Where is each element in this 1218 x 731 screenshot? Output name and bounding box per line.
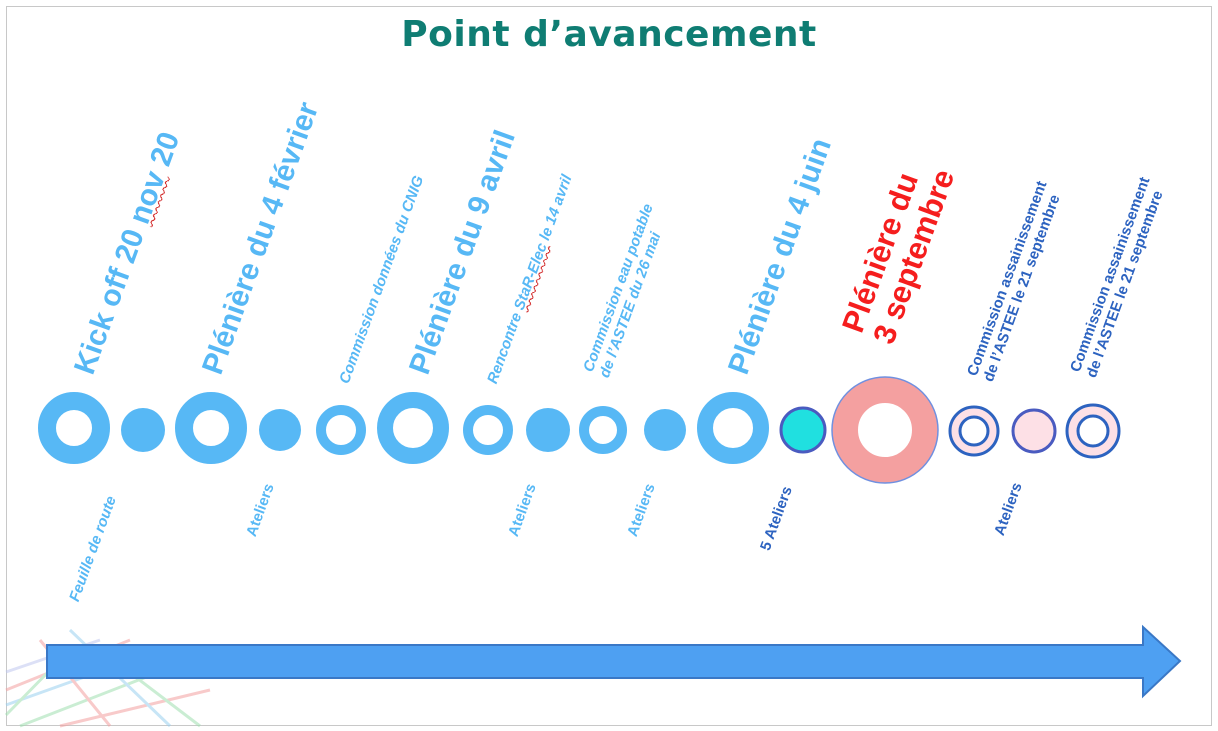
timeline-arrow — [46, 624, 1182, 699]
milestone-ring-juin — [697, 392, 769, 464]
timeline-markers — [38, 376, 1121, 484]
commission-inner-1 — [958, 415, 990, 447]
milestone-ring-septembre — [832, 377, 938, 483]
milestone-ring-avril — [377, 392, 449, 464]
workshop-dot-1 — [121, 408, 165, 452]
rencontre-ring-starelec — [463, 405, 513, 455]
slide-frame — [6, 6, 1212, 726]
slide-title: Point d’avancement — [401, 14, 817, 55]
milestone-ring-kickoff — [38, 392, 110, 464]
commission-inner-2 — [1076, 414, 1110, 448]
workshop-dot-4 — [644, 409, 686, 451]
outline-circle-septembre — [831, 376, 939, 484]
workshop-dot-2 — [259, 409, 301, 451]
commission-ring-eau — [579, 406, 627, 454]
milestone-ring-fevrier — [175, 392, 247, 464]
workshop-dot-5 — [779, 406, 827, 454]
workshop-dot-6 — [1011, 408, 1057, 454]
commission-ring-cnig — [316, 405, 366, 455]
workshop-dot-3 — [526, 408, 570, 452]
